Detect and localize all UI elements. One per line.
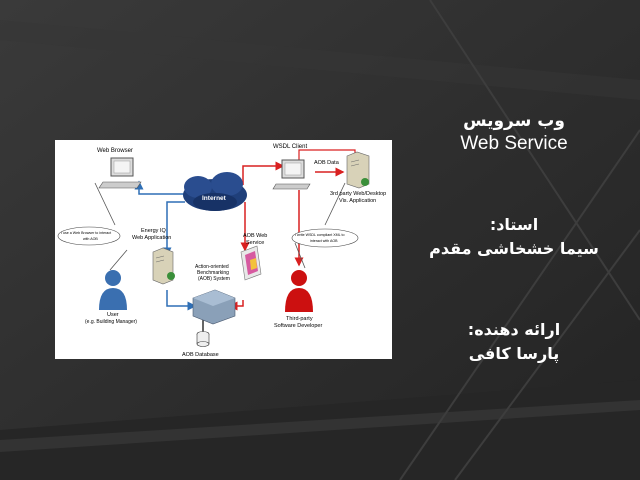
user-person-icon	[99, 270, 127, 310]
aob-system-server-icon	[192, 289, 236, 325]
web-browser-computer-icon	[98, 157, 142, 189]
user-bubble-text-2: with AOB	[83, 237, 98, 241]
teacher-label: استاد:	[489, 215, 539, 234]
aob-web-service-icon	[240, 245, 262, 281]
aob-system-label-1: Action-oriented	[195, 264, 229, 270]
aob-system-label-2: Benchmarking	[197, 270, 229, 276]
developer-label-2: Software Developer	[274, 323, 322, 329]
title-persian: وب سرویس	[463, 111, 565, 131]
presenter-block: ارائه دهنده: پارسا کافی	[400, 318, 628, 366]
title-english: Web Service	[460, 133, 568, 154]
aob-database-icon	[196, 331, 210, 347]
third-party-app-label-1: 3rd party Web/Desktop	[330, 191, 386, 197]
internet-cloud-icon	[183, 172, 247, 211]
aob-web-service-label-1: AOB Web	[243, 233, 267, 239]
aob-data-label: AOB Data	[314, 160, 340, 166]
energy-iq-server-icon	[152, 247, 175, 285]
developer-person-icon	[285, 270, 313, 312]
teacher-name: سیما خشخاشی مقدم	[429, 239, 599, 258]
aob-web-service-label-2: Service	[246, 240, 264, 246]
internet-label: Internet	[202, 195, 227, 202]
user-label-2: (e.g. Building Manager)	[85, 319, 137, 325]
user-speech-bubble	[57, 226, 121, 246]
wsdl-client-label: WSDL Client	[273, 144, 307, 150]
third-party-server-icon	[346, 151, 370, 189]
aob-database-label: AOB Database	[182, 352, 219, 358]
developer-label-1: Third-party	[286, 316, 313, 322]
connection-arrows	[94, 149, 359, 332]
web-browser-label: Web Browser	[97, 148, 133, 154]
user-label-1: User	[107, 312, 119, 318]
developer-speech-bubble	[291, 228, 359, 248]
developer-bubble-text-1: I write WSDL compliant XML to	[295, 233, 344, 237]
aob-system-label-3: (AOB) System	[198, 276, 230, 282]
developer-bubble-text-2: interact with AOB	[310, 239, 338, 243]
third-party-app-label-2: Vis. Application	[339, 198, 376, 204]
teacher-block: استاد: سیما خشخاشی مقدم	[400, 213, 628, 261]
wsdl-client-computer-icon	[272, 159, 311, 190]
title-block: وب سرویس Web Service	[400, 110, 628, 156]
presenter-label: ارائه دهنده:	[467, 320, 561, 339]
user-bubble-text-1: I use a Web Browser to interact	[61, 231, 111, 235]
diagram-canvas: Web Browser WSDL Client AOB Data 3rd par…	[57, 144, 386, 358]
presenter-name: پارسا کافی	[468, 344, 560, 363]
energy-iq-label-2: Web Application	[132, 235, 171, 241]
web-service-architecture-diagram: Web Browser WSDL Client AOB Data 3rd par…	[55, 140, 392, 359]
energy-iq-label-1: Energy IQ	[141, 228, 166, 234]
